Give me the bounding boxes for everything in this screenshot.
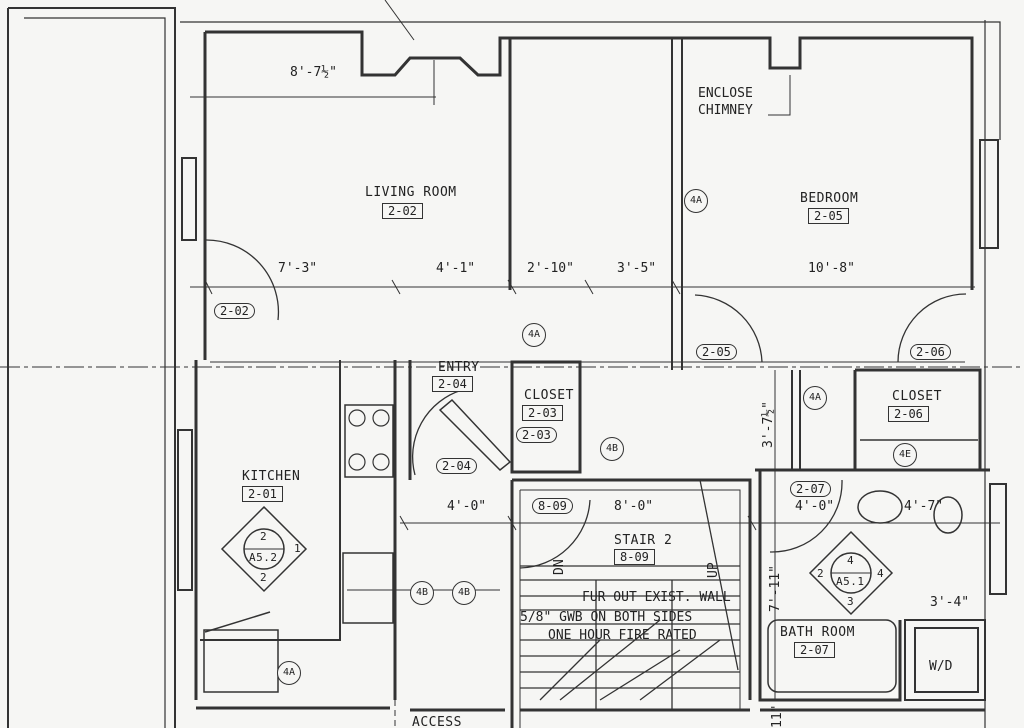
door-tag-closet-b: 2-06: [910, 344, 951, 360]
dimension-text: 3'-4": [930, 595, 970, 610]
door-living: [204, 239, 280, 321]
unit-wall: [205, 30, 974, 290]
washer-dryer-label: W/D: [929, 659, 953, 674]
wall-closet-b: [853, 368, 982, 470]
kitchen-label: KITCHEN: [242, 469, 301, 484]
door-tag-stair: 8-09: [532, 498, 573, 514]
dimension-text: 4'-0": [795, 499, 835, 514]
door-tag-closet-a: 2-03: [516, 427, 557, 443]
outer-wall-left: [24, 17, 166, 728]
door-bed-right: [897, 293, 967, 363]
wall-closet-a: [510, 360, 582, 474]
closet-b-code: 2-06: [888, 406, 929, 422]
window-left-bottom: [177, 429, 193, 591]
stove: [344, 404, 394, 478]
living-room-label: LIVING ROOM: [365, 185, 457, 200]
dimension-text: 2'-10": [527, 261, 574, 276]
elevation-marker-bath: 4 A5.1 2 4 3: [808, 530, 894, 616]
wall-bath: [755, 468, 990, 702]
door-tag-bedroom: 2-05: [696, 344, 737, 360]
sink: [342, 552, 394, 624]
marker-bottom: 2: [260, 571, 268, 584]
dimension-text: 8'-7½": [290, 65, 337, 80]
wall-tag: 4A: [277, 661, 301, 685]
bath-code: 2-07: [794, 642, 835, 658]
window-right-top: [979, 139, 999, 249]
wall-stair-top: [512, 478, 752, 700]
marker-top: 2: [260, 530, 268, 543]
marker-right: 1: [294, 542, 302, 555]
elevation-marker-kitchen: 2 A5.2 1 2: [220, 505, 308, 593]
chimney-note-line2: CHIMNEY: [698, 103, 753, 118]
dimension-text: 3'-5": [617, 261, 657, 276]
fridge: [203, 629, 279, 693]
wall-tag: 4B: [410, 581, 434, 605]
door-tag-bath: 2-07: [790, 481, 831, 497]
bathtub: [767, 619, 897, 693]
wall-tag: 4A: [803, 386, 827, 410]
wall-tag: 4E: [893, 443, 917, 467]
bedroom-label: BEDROOM: [800, 191, 859, 206]
marker-right: 4: [877, 567, 885, 580]
dimension-text-vertical: 11": [770, 704, 785, 728]
wall-wd: [904, 619, 986, 701]
bath-label: BATH ROOM: [780, 625, 855, 640]
fur-out-note-line2: 5/8" GWB ON BOTH SIDES: [520, 610, 693, 625]
dimension-text: 4'-1": [436, 261, 476, 276]
marker-sheet: A5.1: [836, 575, 865, 588]
marker-bottom: 3: [847, 595, 855, 608]
marker-sheet: A5.2: [249, 551, 278, 564]
dimension-text: 8'-0": [614, 499, 654, 514]
closet-b-label: CLOSET: [892, 389, 942, 404]
access-label: ACCESS: [412, 715, 462, 728]
outer-wall: [8, 7, 176, 728]
stair-label: STAIR 2: [614, 533, 673, 548]
door-entry-leaf: [438, 398, 512, 472]
wall-tag: 4B: [452, 581, 476, 605]
marker-left: 2: [817, 567, 825, 580]
marker-top: 4: [847, 554, 855, 567]
window-left-top: [181, 157, 197, 241]
door-bath: [769, 479, 843, 553]
door-entry: [411, 389, 463, 476]
dimension-text: 4'-7": [904, 499, 944, 514]
entry-code: 2-04: [432, 376, 473, 392]
door-bed-left: [694, 294, 763, 363]
stair-down-label: DN: [552, 559, 567, 575]
fur-out-note-line1: FUR OUT EXIST. WALL: [582, 590, 731, 605]
wall-bed-left: [671, 38, 683, 370]
dimension-text-vertical: 3'-7½": [761, 401, 776, 448]
bath-sink: [933, 496, 963, 534]
dimension-text-vertical: 7'-11": [768, 565, 783, 612]
top-roof-line: [180, 21, 1001, 140]
entry-label: ENTRY: [438, 360, 480, 375]
kitchen-code: 2-01: [242, 486, 283, 502]
toilet: [857, 490, 903, 524]
wall-stair-inner: [519, 489, 741, 728]
bedroom-code: 2-05: [808, 208, 849, 224]
chimney-note-line1: ENCLOSE: [698, 86, 753, 101]
wall-kitchen-counter: [200, 360, 341, 641]
dimension-text: 7'-3": [278, 261, 318, 276]
fur-out-note-line3: ONE HOUR FIRE RATED: [548, 628, 697, 643]
door-tag-living: 2-02: [214, 303, 255, 319]
wall-tag: 4B: [600, 437, 624, 461]
dimension-text: 10'-8": [808, 261, 855, 276]
window-right-bottom: [989, 483, 1007, 595]
wall-bottom: [196, 706, 985, 712]
wall-tag: 4A: [522, 323, 546, 347]
living-room-code: 2-02: [382, 203, 423, 219]
stair-code: 8-09: [614, 549, 655, 565]
door-tag-entry: 2-04: [436, 458, 477, 474]
wall-tag: 4A: [684, 189, 708, 213]
closet-a-code: 2-03: [522, 405, 563, 421]
closet-a-label: CLOSET: [524, 388, 574, 403]
stair-up-label: UP: [706, 562, 721, 578]
dimension-text: 4'-0": [447, 499, 487, 514]
wall-bath-closet: [791, 370, 801, 470]
